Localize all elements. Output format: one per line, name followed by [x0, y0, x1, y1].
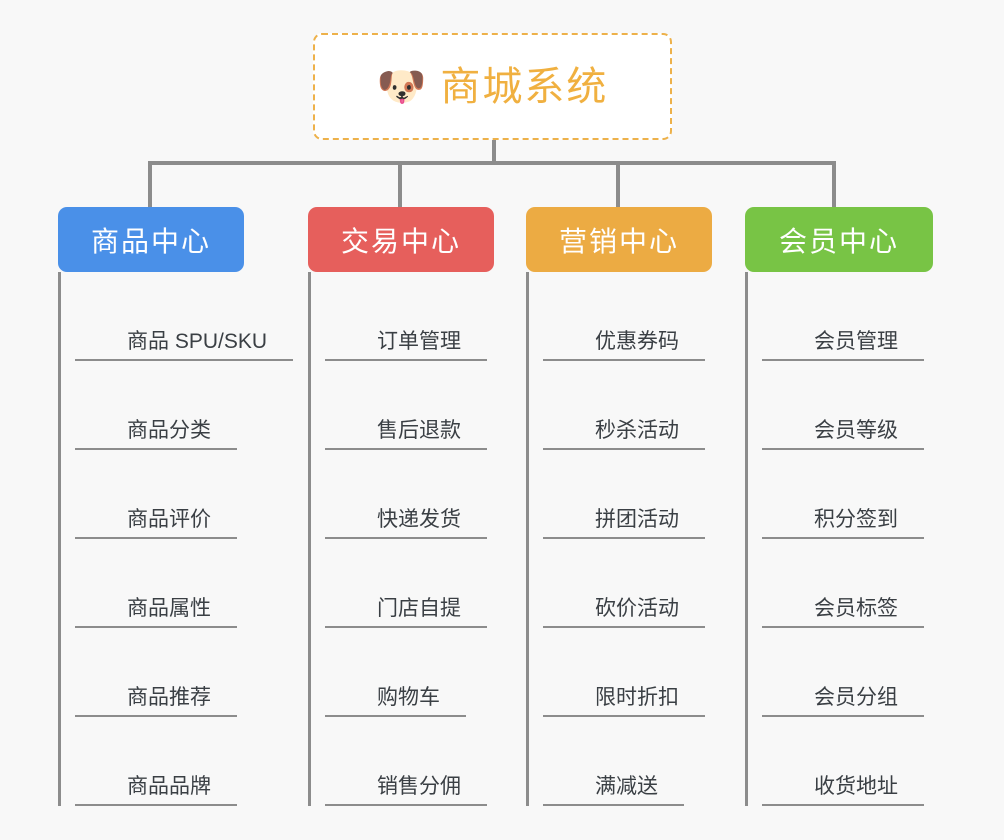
leaf-list-product-center: 商品 SPU/SKU 商品分类 商品评价 商品属性 商品推荐 商品品牌 [58, 272, 358, 806]
leaf-underline [325, 804, 487, 806]
leaf-underline [762, 537, 924, 539]
leaf-label: 商品品牌 [127, 774, 211, 798]
leaf-underline [762, 448, 924, 450]
leaf-list-marketing-center: 优惠券码 秒杀活动 拼团活动 砍价活动 限时折扣 满减送 [526, 272, 806, 806]
leaf-label: 销售分佣 [377, 774, 461, 798]
branch-marketing-center: 营销中心 优惠券码 秒杀活动 拼团活动 砍价活动 限时折扣 满减送 [526, 207, 806, 806]
leaf-underline [75, 537, 237, 539]
leaf-underline [75, 715, 237, 717]
leaf-label: 门店自提 [377, 596, 461, 620]
list-item[interactable]: 优惠券码 [543, 272, 806, 361]
leaf-label: 满减送 [595, 774, 658, 798]
leaf-label: 秒杀活动 [595, 418, 679, 442]
leaf-label: 会员分组 [814, 685, 898, 709]
leaf-label: 砍价活动 [595, 596, 679, 620]
leaf-list-trade-center: 订单管理 售后退款 快递发货 门店自提 购物车 销售分佣 [308, 272, 588, 806]
list-item[interactable]: 砍价活动 [543, 539, 806, 628]
leaf-label: 积分签到 [814, 507, 898, 531]
list-item[interactable]: 商品评价 [75, 450, 358, 539]
list-item[interactable]: 拼团活动 [543, 450, 806, 539]
dog-face-icon: 🐶 [376, 64, 427, 109]
list-item[interactable]: 商品 SPU/SKU [75, 272, 358, 361]
leaf-underline [543, 359, 705, 361]
leaf-label: 会员等级 [814, 418, 898, 442]
list-item[interactable]: 商品品牌 [75, 717, 358, 806]
list-item[interactable]: 积分签到 [762, 450, 1004, 539]
leaf-label: 商品 SPU/SKU [127, 329, 268, 353]
leaf-underline [762, 359, 924, 361]
leaf-label: 收货地址 [814, 774, 898, 798]
leaf-label: 商品属性 [127, 596, 211, 620]
leaf-label: 快递发货 [377, 507, 461, 531]
list-item[interactable]: 会员标签 [762, 539, 1004, 628]
leaf-label: 售后退款 [377, 418, 461, 442]
list-item[interactable]: 商品分类 [75, 361, 358, 450]
connector-drop-1 [148, 161, 152, 208]
list-item[interactable]: 门店自提 [325, 539, 588, 628]
list-item[interactable]: 限时折扣 [543, 628, 806, 717]
connector-drop-3 [616, 161, 620, 208]
leaf-underline [325, 626, 487, 628]
list-item[interactable]: 会员等级 [762, 361, 1004, 450]
leaf-label: 购物车 [377, 685, 440, 709]
list-item[interactable]: 秒杀活动 [543, 361, 806, 450]
leaf-label: 商品推荐 [127, 685, 211, 709]
list-item[interactable]: 满减送 [543, 717, 806, 806]
leaf-label: 会员标签 [814, 596, 898, 620]
leaf-underline [75, 448, 237, 450]
leaf-label: 拼团活动 [595, 507, 679, 531]
leaf-underline [762, 626, 924, 628]
leaf-underline [543, 715, 705, 717]
branch-header-product-center[interactable]: 商品中心 [58, 207, 244, 272]
leaf-list-member-center: 会员管理 会员等级 积分签到 会员标签 会员分组 收货地址 [745, 272, 1004, 806]
leaf-underline [543, 448, 705, 450]
branch-header-trade-center[interactable]: 交易中心 [308, 207, 494, 272]
list-item[interactable]: 商品推荐 [75, 628, 358, 717]
leaf-underline [762, 715, 924, 717]
list-item[interactable]: 商品属性 [75, 539, 358, 628]
leaf-underline [543, 537, 705, 539]
connector-drop-2 [398, 161, 402, 208]
list-item[interactable]: 会员管理 [762, 272, 1004, 361]
connector-drop-4 [832, 161, 836, 208]
root-title: 商城系统 [440, 64, 609, 109]
leaf-underline [325, 715, 466, 717]
leaf-underline [75, 804, 237, 806]
branch-product-center: 商品中心 商品 SPU/SKU 商品分类 商品评价 商品属性 商品推荐 商品品牌 [58, 207, 358, 806]
leaf-underline [762, 804, 924, 806]
leaf-underline [325, 537, 487, 539]
leaf-label: 优惠券码 [595, 329, 679, 353]
branch-header-member-center[interactable]: 会员中心 [745, 207, 933, 272]
leaf-label: 会员管理 [814, 329, 898, 353]
leaf-underline [75, 359, 293, 361]
leaf-underline [543, 626, 705, 628]
list-item[interactable]: 销售分佣 [325, 717, 588, 806]
connector-root-stem [492, 140, 496, 164]
connector-horizontal-bus [148, 161, 834, 165]
leaf-underline [325, 448, 487, 450]
leaf-label: 商品分类 [127, 418, 211, 442]
branch-trade-center: 交易中心 订单管理 售后退款 快递发货 门店自提 购物车 销售分佣 [308, 207, 588, 806]
list-item[interactable]: 快递发货 [325, 450, 588, 539]
leaf-underline [325, 359, 487, 361]
list-item[interactable]: 订单管理 [325, 272, 588, 361]
list-item[interactable]: 收货地址 [762, 717, 1004, 806]
list-item[interactable]: 购物车 [325, 628, 588, 717]
leaf-label: 限时折扣 [595, 685, 679, 709]
list-item[interactable]: 会员分组 [762, 628, 1004, 717]
branch-header-marketing-center[interactable]: 营销中心 [526, 207, 712, 272]
leaf-label: 订单管理 [377, 329, 461, 353]
list-item[interactable]: 售后退款 [325, 361, 588, 450]
branch-member-center: 会员中心 会员管理 会员等级 积分签到 会员标签 会员分组 收货地址 [745, 207, 1004, 806]
leaf-label: 商品评价 [127, 507, 211, 531]
leaf-underline [75, 626, 237, 628]
root-node[interactable]: 🐶 商城系统 [313, 33, 672, 140]
leaf-underline [543, 804, 684, 806]
